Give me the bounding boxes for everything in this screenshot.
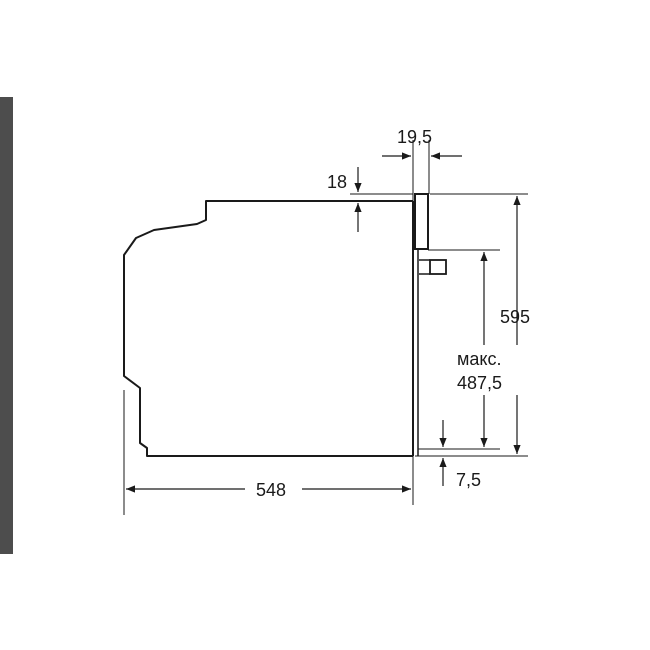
dim-7-5-label: 7,5 — [456, 470, 481, 490]
dim-18-label: 18 — [327, 172, 347, 192]
front-panel — [414, 193, 429, 250]
dim-487-5-label-bg — [452, 345, 520, 395]
dim-max-label: макс. — [457, 349, 501, 369]
side-strip — [0, 97, 13, 554]
dim-548-label: 548 — [256, 480, 286, 500]
oven-body-outline — [123, 200, 413, 457]
dim-19-5-label: 19,5 — [397, 127, 432, 147]
dim-595-label: 595 — [500, 307, 530, 327]
dim-487-5-label: 487,5 — [457, 373, 502, 393]
door-handle-knob — [429, 259, 447, 275]
